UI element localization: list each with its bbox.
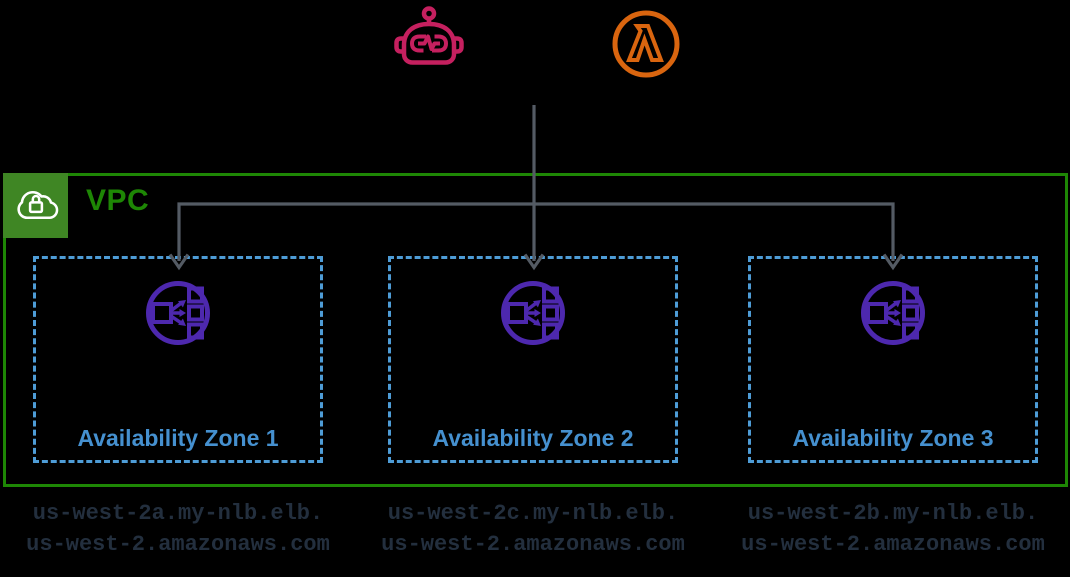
chatbot-robot-icon bbox=[394, 6, 464, 65]
availability-zone-1-label: Availability Zone 1 bbox=[77, 425, 279, 451]
dns-line: us-west-2.amazonaws.com bbox=[26, 532, 330, 557]
dns-line: us-west-2.amazonaws.com bbox=[381, 532, 685, 557]
dns-line: us-west-2.amazonaws.com bbox=[741, 532, 1045, 557]
vpc-cloud-lock-icon bbox=[3, 173, 68, 238]
elastic-load-balancing-icon bbox=[146, 281, 210, 345]
dns-name-zone-1: us-west-2a.my-nlb.elb. us-west-2.amazona… bbox=[0, 498, 378, 560]
availability-zone-1-box: Availability Zone 1 bbox=[33, 256, 323, 463]
availability-zone-3-box: Availability Zone 3 bbox=[748, 256, 1038, 463]
dns-line: us-west-2b.my-nlb.elb. bbox=[747, 501, 1039, 526]
elastic-load-balancing-icon bbox=[501, 281, 565, 345]
aws-lambda-icon bbox=[612, 10, 680, 78]
availability-zone-3-label: Availability Zone 3 bbox=[792, 425, 994, 451]
elastic-load-balancing-icon bbox=[861, 281, 925, 345]
dns-line: us-west-2a.my-nlb.elb. bbox=[32, 501, 324, 526]
availability-zone-2-box: Availability Zone 2 bbox=[388, 256, 678, 463]
dns-name-zone-3: us-west-2b.my-nlb.elb. us-west-2.amazona… bbox=[693, 498, 1070, 560]
availability-zone-2-label: Availability Zone 2 bbox=[432, 425, 634, 451]
dns-name-zone-2: us-west-2c.my-nlb.elb. us-west-2.amazona… bbox=[333, 498, 733, 560]
dns-line: us-west-2c.my-nlb.elb. bbox=[387, 501, 679, 526]
vpc-label: VPC bbox=[86, 184, 150, 217]
